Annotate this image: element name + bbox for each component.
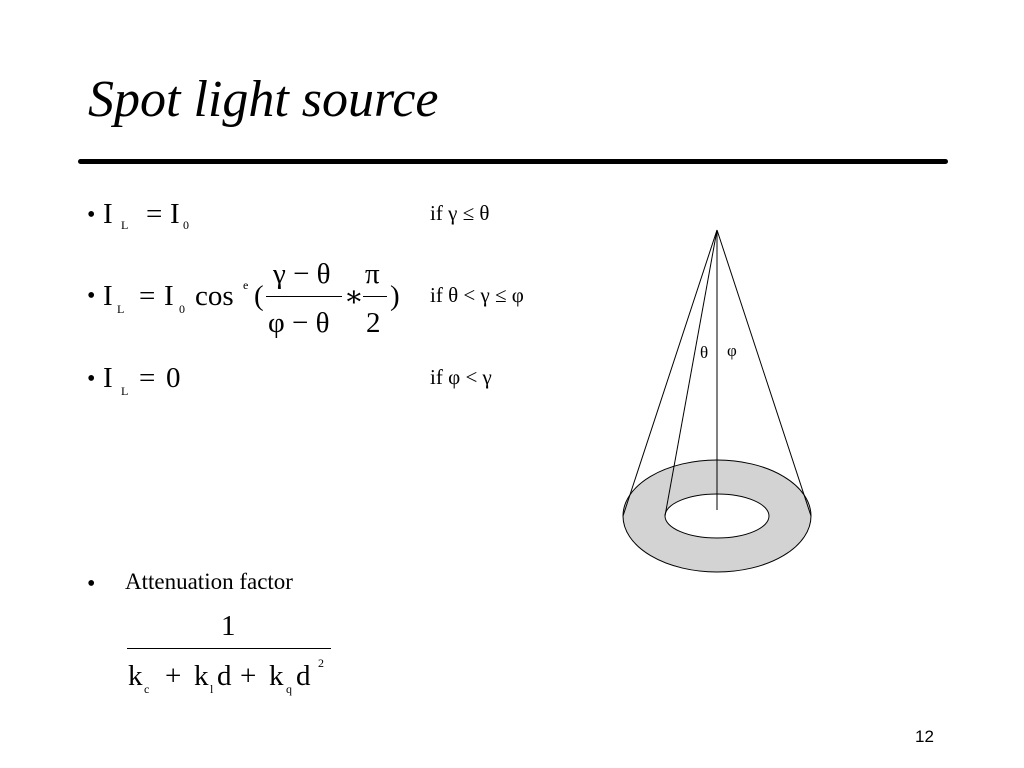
eq2-cos: cos <box>195 280 234 312</box>
bullet-2: • <box>87 283 96 309</box>
eq2-rparen: ) <box>390 280 400 312</box>
eq2-lhs-I: I <box>103 280 113 312</box>
eq3-lhs-I: I <box>103 362 113 394</box>
attenuation-label: Attenuation factor <box>125 569 293 594</box>
eq2-equals: = <box>139 280 156 312</box>
theta-label: θ <box>700 343 709 362</box>
attenuation-plus1: + <box>165 660 182 692</box>
eq2-frac2-bar <box>363 296 387 297</box>
eq1-condition: if γ ≤ θ <box>430 201 490 225</box>
eq2-frac1-bar <box>266 296 342 297</box>
title-underline <box>78 159 948 164</box>
attenuation-d2: d <box>296 660 311 692</box>
phi-label: φ <box>727 341 737 360</box>
bullet-3: • <box>87 366 96 392</box>
eq2-exponent: e <box>243 278 249 292</box>
attenuation-fraction-bar <box>127 648 331 649</box>
bullet-4: • <box>87 571 96 597</box>
eq2-frac2-denominator: 2 <box>366 307 381 339</box>
eq3-lhs-sub: L <box>121 384 129 398</box>
attenuation-sub-c: c <box>144 682 150 696</box>
eq1-lhs-sub: L <box>121 218 129 232</box>
attenuation-plus2: + <box>240 660 257 692</box>
eq2-frac1-denominator: φ − θ <box>268 307 330 339</box>
attenuation-numerator: 1 <box>221 610 236 642</box>
attenuation-k1: k <box>128 660 143 692</box>
slide-title: Spot light source <box>88 71 439 128</box>
attenuation-d1: d <box>217 660 232 692</box>
attenuation-exponent: 2 <box>318 656 324 670</box>
eq2-condition: if θ < γ ≤ φ <box>430 283 524 307</box>
eq2-rhs-sub: 0 <box>179 302 185 316</box>
eq3-condition: if φ < γ <box>430 365 492 389</box>
attenuation-sub-l: l <box>210 682 214 696</box>
eq2-rhs-I: I <box>164 280 174 312</box>
eq3-rhs-zero: 0 <box>166 362 181 394</box>
eq1-rhs-I: I <box>170 198 180 230</box>
eq2-frac2-numerator: π <box>365 258 380 290</box>
eq1-lhs-I: I <box>103 198 113 230</box>
eq2-frac1-numerator: γ − θ <box>273 258 331 290</box>
inner-cone-edge-left <box>664 229 718 517</box>
eq2-lhs-sub: L <box>117 302 125 316</box>
eq2-lparen: ( <box>254 280 264 312</box>
eq1-equals: = <box>146 198 163 230</box>
attenuation-k3: k <box>269 660 284 692</box>
outer-cone-edge-left <box>622 229 718 517</box>
page-number: 12 <box>915 727 934 746</box>
eq2-star: ∗ <box>344 281 364 313</box>
attenuation-k2: k <box>194 660 209 692</box>
eq1-rhs-sub: 0 <box>183 218 189 232</box>
outer-cone-edge-right <box>716 229 812 517</box>
eq3-equals: = <box>139 362 156 394</box>
bullet-1: • <box>87 202 96 228</box>
attenuation-sub-q: q <box>286 682 292 696</box>
